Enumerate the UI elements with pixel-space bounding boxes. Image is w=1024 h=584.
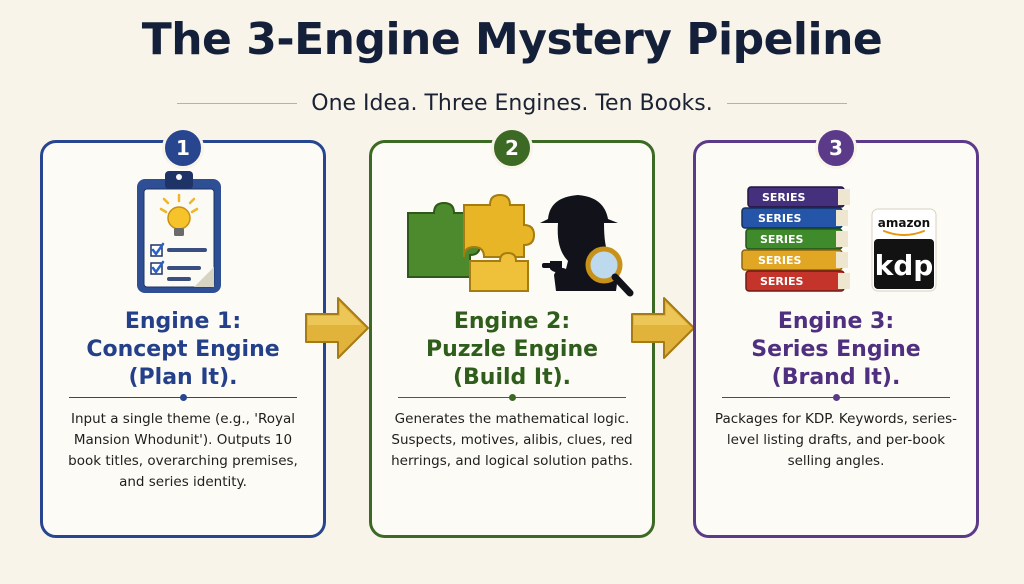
engine-3-heading: Engine 3: Series Engine (Brand It). — [696, 308, 976, 392]
engine-3-heading-line2: Series Engine — [751, 337, 921, 362]
engine-3-description: Packages for KDP. Keywords, series-level… — [714, 411, 958, 469]
engine-card-1: 1 Engine 1: Concept Engine (Plan It). — [40, 127, 326, 538]
engine-3-heading-line1: Engine 3: — [777, 309, 895, 334]
page-title: The 3-Engine Mystery Pipeline — [141, 14, 883, 65]
engine-1-heading-line1: Engine 1: — [124, 309, 242, 334]
step-number-3: 3 — [815, 127, 857, 169]
engine-3-heading-line3: (Brand It). — [771, 365, 901, 390]
engine-1-heading: Engine 1: Concept Engine (Plan It). — [43, 308, 323, 392]
step-number-1: 1 — [162, 127, 204, 169]
subtitle-row: One Idea. Three Engines. Ten Books. — [0, 88, 1024, 118]
engine-2-heading-line2: Puzzle Engine — [425, 337, 599, 362]
kdp-logo: amazon kdp — [871, 208, 937, 292]
engine-1-divider — [69, 394, 297, 401]
engine-2-heading: Engine 2: Puzzle Engine (Build It). — [372, 308, 652, 392]
book-spine-label: SERIES — [758, 254, 802, 267]
arrow-right-icon — [305, 297, 369, 359]
engine-1-description: Input a single theme (e.g., 'Royal Mansi… — [68, 411, 298, 490]
arrow-right-icon — [631, 297, 695, 359]
subtitle-rule-right — [726, 102, 847, 104]
engine-card-3: 3 SERIES SERIES SERIES SERIES SERIES ama… — [693, 127, 979, 538]
book-spine-label: SERIES — [760, 275, 804, 288]
book-spine-label: SERIES — [760, 233, 804, 246]
engine-2-heading-line1: Engine 2: — [453, 309, 571, 334]
book-spine-label: SERIES — [762, 191, 806, 204]
step-number-2: 2 — [491, 127, 533, 169]
kdp-logo-main: kdp — [875, 249, 934, 282]
engine-card-2: 2 Engine 2: Puzzle Engine (Build It). Ge… — [369, 127, 655, 538]
book-spine-label: SERIES — [758, 212, 802, 225]
subtitle-rule-left — [177, 102, 298, 104]
page-subtitle: One Idea. Three Engines. Ten Books. — [311, 90, 713, 116]
book-stack-kdp-icon: SERIES SERIES SERIES SERIES SERIES amazo… — [741, 186, 937, 292]
engine-2-heading-line3: (Build It). — [452, 365, 572, 390]
clipboard-lightbulb-icon — [137, 171, 221, 293]
puzzle-detective-icon — [407, 193, 634, 297]
engine-3-divider — [722, 394, 950, 401]
engine-2-description: Generates the mathematical logic. Suspec… — [391, 411, 633, 469]
engine-1-heading-line2: Concept Engine — [86, 337, 280, 362]
engine-2-divider — [398, 394, 626, 401]
engine-1-heading-line3: (Plan It). — [128, 365, 238, 390]
kdp-logo-top: amazon — [878, 216, 930, 230]
